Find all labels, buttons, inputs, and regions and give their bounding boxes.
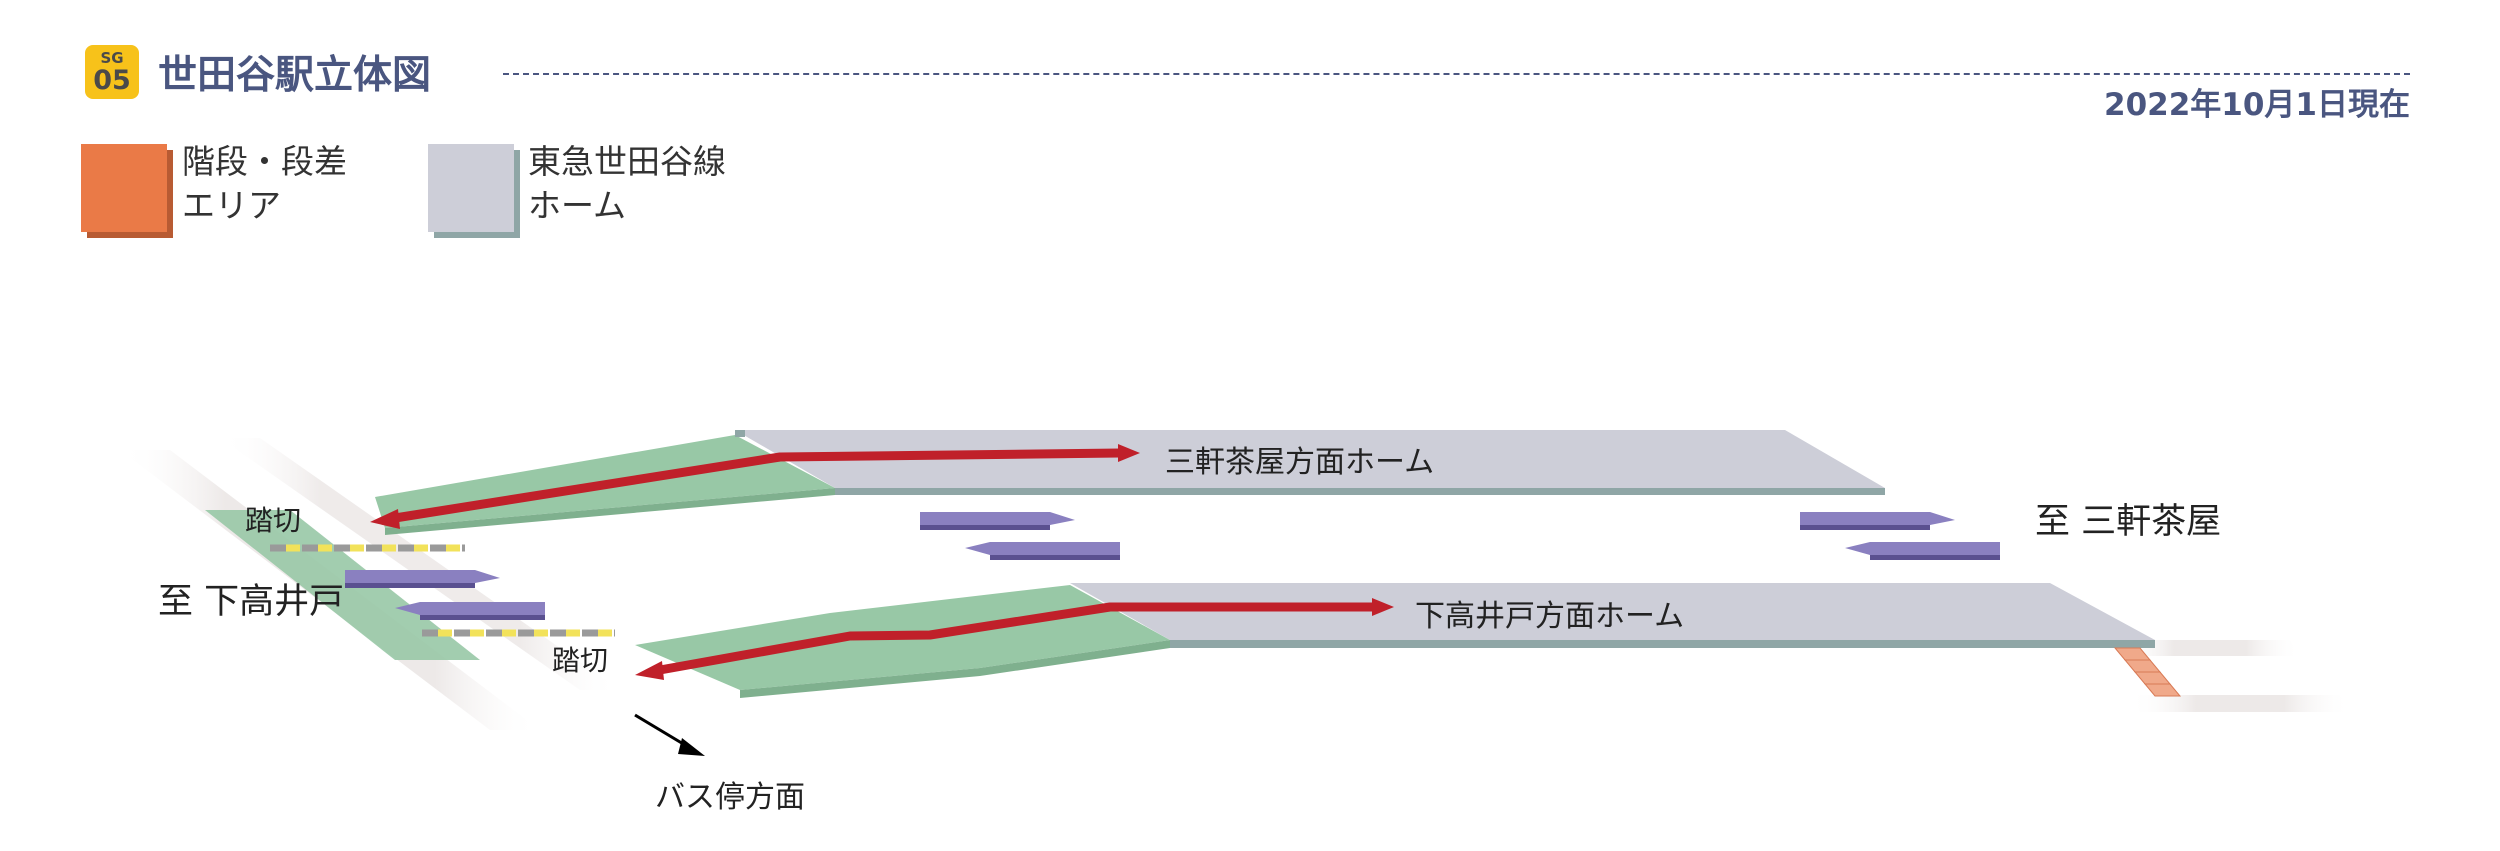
platform-top-label: 三軒茶屋方面ホーム xyxy=(1165,445,1434,480)
train-arrows xyxy=(345,512,2000,620)
route-bottom-arrowhead-right xyxy=(1372,598,1394,616)
accessible-routes xyxy=(370,444,1394,680)
train-arrow-right-2 xyxy=(1845,542,2000,560)
level-crossings xyxy=(270,544,615,637)
route-top xyxy=(394,448,1121,523)
legend: 階段・段差 エリア 東急世田谷線 ホーム xyxy=(0,140,900,240)
as-of-date: 2022年10月1日現在 xyxy=(2104,87,2410,123)
route-bottom xyxy=(659,602,1372,675)
bus-stop-label: バス停方面 xyxy=(655,780,805,815)
platform-bottom-surface xyxy=(1070,583,2155,640)
road-right-lower xyxy=(2130,695,2350,712)
legend-platform-line2: ホーム xyxy=(528,186,627,225)
station-number-badge: SG 05 xyxy=(85,45,139,99)
route-top-arrowhead-left xyxy=(370,509,400,529)
stairs-step-4 xyxy=(2143,683,2182,697)
train-arrow-right-1 xyxy=(1800,512,1955,530)
road-left-upper xyxy=(220,438,620,690)
direction-right-label: 至 三軒茶屋 xyxy=(2035,502,2221,542)
header: SG 05 世田谷駅立体図 2022年10月1日現在 xyxy=(0,0,2500,123)
bus-direction-arrow xyxy=(634,713,705,756)
stairs-step-3 xyxy=(2133,671,2172,685)
train-arrow-mid-1 xyxy=(920,512,1075,530)
crossing-label-bottom: 踏切 xyxy=(552,644,608,677)
legend-platform-line1: 東急世田谷線 xyxy=(528,142,726,181)
legend-stairs-swatch xyxy=(81,144,167,232)
direction-left-label: 至 下高井戸 xyxy=(158,582,344,622)
platform-top-edge xyxy=(835,488,1885,495)
legend-stairs-label: 階段・段差 エリア xyxy=(182,140,347,228)
legend-stairs-line1: 階段・段差 xyxy=(182,142,347,181)
page-title: 世田谷駅立体図 xyxy=(158,53,432,98)
crossing-label-top: 踏切 xyxy=(245,504,301,537)
platform-top-surface xyxy=(735,430,1885,488)
train-arrow-left-2 xyxy=(395,602,545,620)
title-divider xyxy=(503,73,2410,75)
route-bottom-arrowhead-left xyxy=(635,661,664,680)
badge-line-code: SG xyxy=(100,48,124,67)
badge-station-number: 05 xyxy=(93,64,131,96)
platform-top-back-edge xyxy=(735,430,745,437)
stairs-step-2 xyxy=(2123,659,2162,673)
route-top-arrowhead-right xyxy=(1118,444,1140,462)
platform-bottom-ramp-edge xyxy=(740,640,1170,698)
platform-top-ramp-edge xyxy=(385,488,835,535)
platform-bottom-group xyxy=(635,583,2155,698)
train-arrow-left-1 xyxy=(345,570,500,588)
stairs-area xyxy=(2113,647,2182,697)
legend-platform-label: 東急世田谷線 ホーム xyxy=(528,140,726,228)
legend-platform-swatch xyxy=(428,144,514,232)
legend-stairs-line2: エリア xyxy=(182,186,281,225)
platform-bottom-label: 下高井戸方面ホーム xyxy=(1415,599,1684,634)
platform-bottom-edge xyxy=(1170,640,2155,648)
train-arrow-mid-2 xyxy=(965,542,1120,560)
road-right-upper xyxy=(2120,640,2300,656)
